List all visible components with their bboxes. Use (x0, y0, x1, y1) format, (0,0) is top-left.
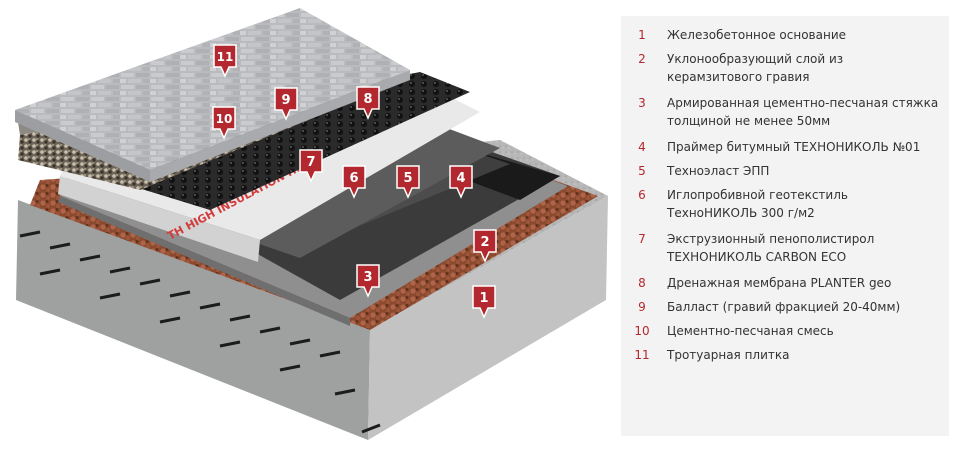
concrete-slab-front (16, 200, 370, 440)
layer-marker-4: 4 (449, 165, 473, 199)
marker-number: 3 (363, 270, 372, 285)
legend-text: Армированная цементно-песчаная стяжка то… (667, 96, 939, 128)
paving-tiles-top (15, 8, 410, 170)
concrete-slab-side (368, 196, 608, 440)
legend-item: 7 Экструзионный пенополистирол ТЕХНОНИКО… (631, 230, 941, 266)
legend-number: 9 (638, 300, 646, 314)
legend-item: 10 Цементно-песчаная смесь (631, 322, 941, 340)
layer-marker-5: 5 (396, 165, 420, 199)
legend-text: Экструзионный пенополистирол ТЕХНОНИКОЛЬ… (667, 232, 875, 264)
layer-marker-2: 2 (473, 229, 497, 263)
xps-front (58, 176, 260, 262)
legend-item: 8 Дренажная мембрана PLANTER geo (631, 274, 941, 292)
legend-item: 5 Техноэласт ЭПП (631, 162, 941, 180)
legend-text: Балласт (гравий фракцией 20-40мм) (667, 300, 901, 314)
legend-text: Праймер битумный ТЕХНОНИКОЛЬ №01 (667, 140, 921, 154)
screed-front (58, 196, 350, 326)
marker-pin (472, 285, 496, 319)
legend-number: 5 (638, 164, 646, 178)
legend-number: 7 (638, 232, 646, 246)
marker-pin (299, 149, 323, 183)
marker-number: 6 (349, 171, 358, 186)
paving-tiles-side (150, 70, 410, 182)
roof-layers-diagram: TH HIGH INSULATION HIGH STRENGTH HIGH IN… (15, 8, 608, 440)
legend-item: 3 Армированная цементно-песчаная стяжка … (631, 94, 941, 130)
paving-tiles-front (15, 110, 150, 182)
legend-text: Тротуарная плитка (667, 348, 790, 362)
layer-marker-11: 11 (213, 44, 237, 78)
marker-number: 1 (479, 291, 488, 306)
layer-marker-8: 8 (356, 86, 380, 120)
legend-number: 11 (634, 348, 650, 362)
legend-text: Цементно-песчаная смесь (667, 324, 834, 338)
marker-number: 7 (306, 155, 315, 170)
layer-marker-9: 9 (274, 87, 298, 121)
marker-number: 9 (281, 93, 290, 108)
marker-pin (274, 87, 298, 121)
layer-marker-1: 1 (472, 285, 496, 319)
marker-pin (213, 44, 237, 78)
legend-number: 10 (634, 324, 650, 338)
legend-number: 3 (638, 96, 646, 110)
marker-number: 10 (216, 112, 233, 126)
marker-pin (356, 86, 380, 120)
layer-marker-3: 3 (356, 264, 380, 298)
marker-number: 8 (363, 92, 372, 107)
layer-marker-6: 6 (342, 165, 366, 199)
legend-number: 8 (638, 276, 646, 290)
marker-number: 2 (480, 235, 489, 250)
legend-panel: 1 Железобетонное основание 2 Уклонообраз… (621, 16, 949, 436)
legend-text: Иглопробивной геотекстиль ТехноНИКОЛЬ 30… (667, 188, 848, 220)
layer-marker-10: 10 (212, 106, 236, 140)
marker-number: 4 (456, 171, 465, 186)
legend-item: 6 Иглопробивной геотекстиль ТехноНИКОЛЬ … (631, 186, 941, 222)
marker-pin (212, 106, 236, 140)
legend-item: 9 Балласт (гравий фракцией 20-40мм) (631, 298, 941, 316)
legend-number: 1 (638, 28, 646, 42)
layer-marker-7: 7 (299, 149, 323, 183)
legend-text: Уклонообразующий слой из керамзитового г… (667, 52, 844, 84)
marker-pin (396, 165, 420, 199)
marker-pin (449, 165, 473, 199)
legend-item: 1 Железобетонное основание (631, 26, 941, 44)
marker-pin (356, 264, 380, 298)
legend-text: Железобетонное основание (667, 28, 847, 42)
legend-number: 6 (638, 188, 646, 202)
marker-pin (473, 229, 497, 263)
marker-number: 11 (217, 50, 234, 64)
legend-text: Техноэласт ЭПП (667, 164, 770, 178)
rebar-ends (19, 230, 381, 434)
legend-item: 4 Праймер битумный ТЕХНОНИКОЛЬ №01 (631, 138, 941, 156)
marker-number: 5 (403, 171, 412, 186)
marker-pin (342, 165, 366, 199)
legend-item: 2 Уклонообразующий слой из керамзитового… (631, 50, 941, 86)
legend-number: 4 (638, 140, 646, 154)
legend-number: 2 (638, 52, 646, 66)
marker-group: 1 2 3 4 5 6 7 8 9 10 11 (212, 44, 497, 319)
legend-item: 11 Тротуарная плитка (631, 346, 941, 364)
legend-text: Дренажная мембрана PLANTER geo (667, 276, 892, 290)
